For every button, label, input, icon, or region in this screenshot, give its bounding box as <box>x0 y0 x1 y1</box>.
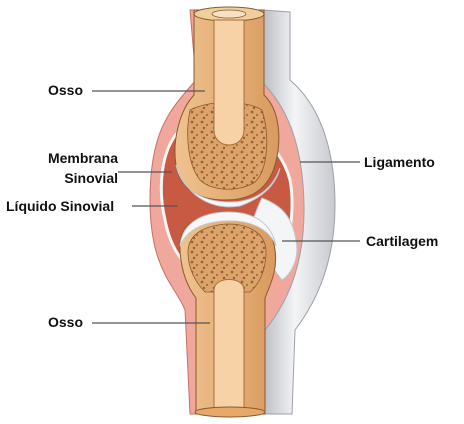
lower-spongy-bone <box>187 223 267 293</box>
label-osso-bottom: Osso <box>48 314 84 330</box>
ligament-band <box>261 9 336 415</box>
upper-cartilage <box>175 164 281 208</box>
label-membrana-line2: Sinovial <box>64 170 118 186</box>
label-liquido-sinovial: Líquido Sinovial <box>6 198 115 214</box>
leader-lines <box>92 90 360 324</box>
lower-marrow-canal <box>213 279 245 411</box>
label-ligamento: Ligamento <box>364 154 435 170</box>
upper-marrow-canal <box>213 19 245 146</box>
label-osso-top: Osso <box>48 82 84 98</box>
lower-cartilage <box>179 211 277 247</box>
label-cartilagem: Cartilagem <box>366 233 439 249</box>
lower-bone-bottom-face <box>194 406 266 418</box>
label-membrana-line1: Membrana <box>47 150 118 166</box>
